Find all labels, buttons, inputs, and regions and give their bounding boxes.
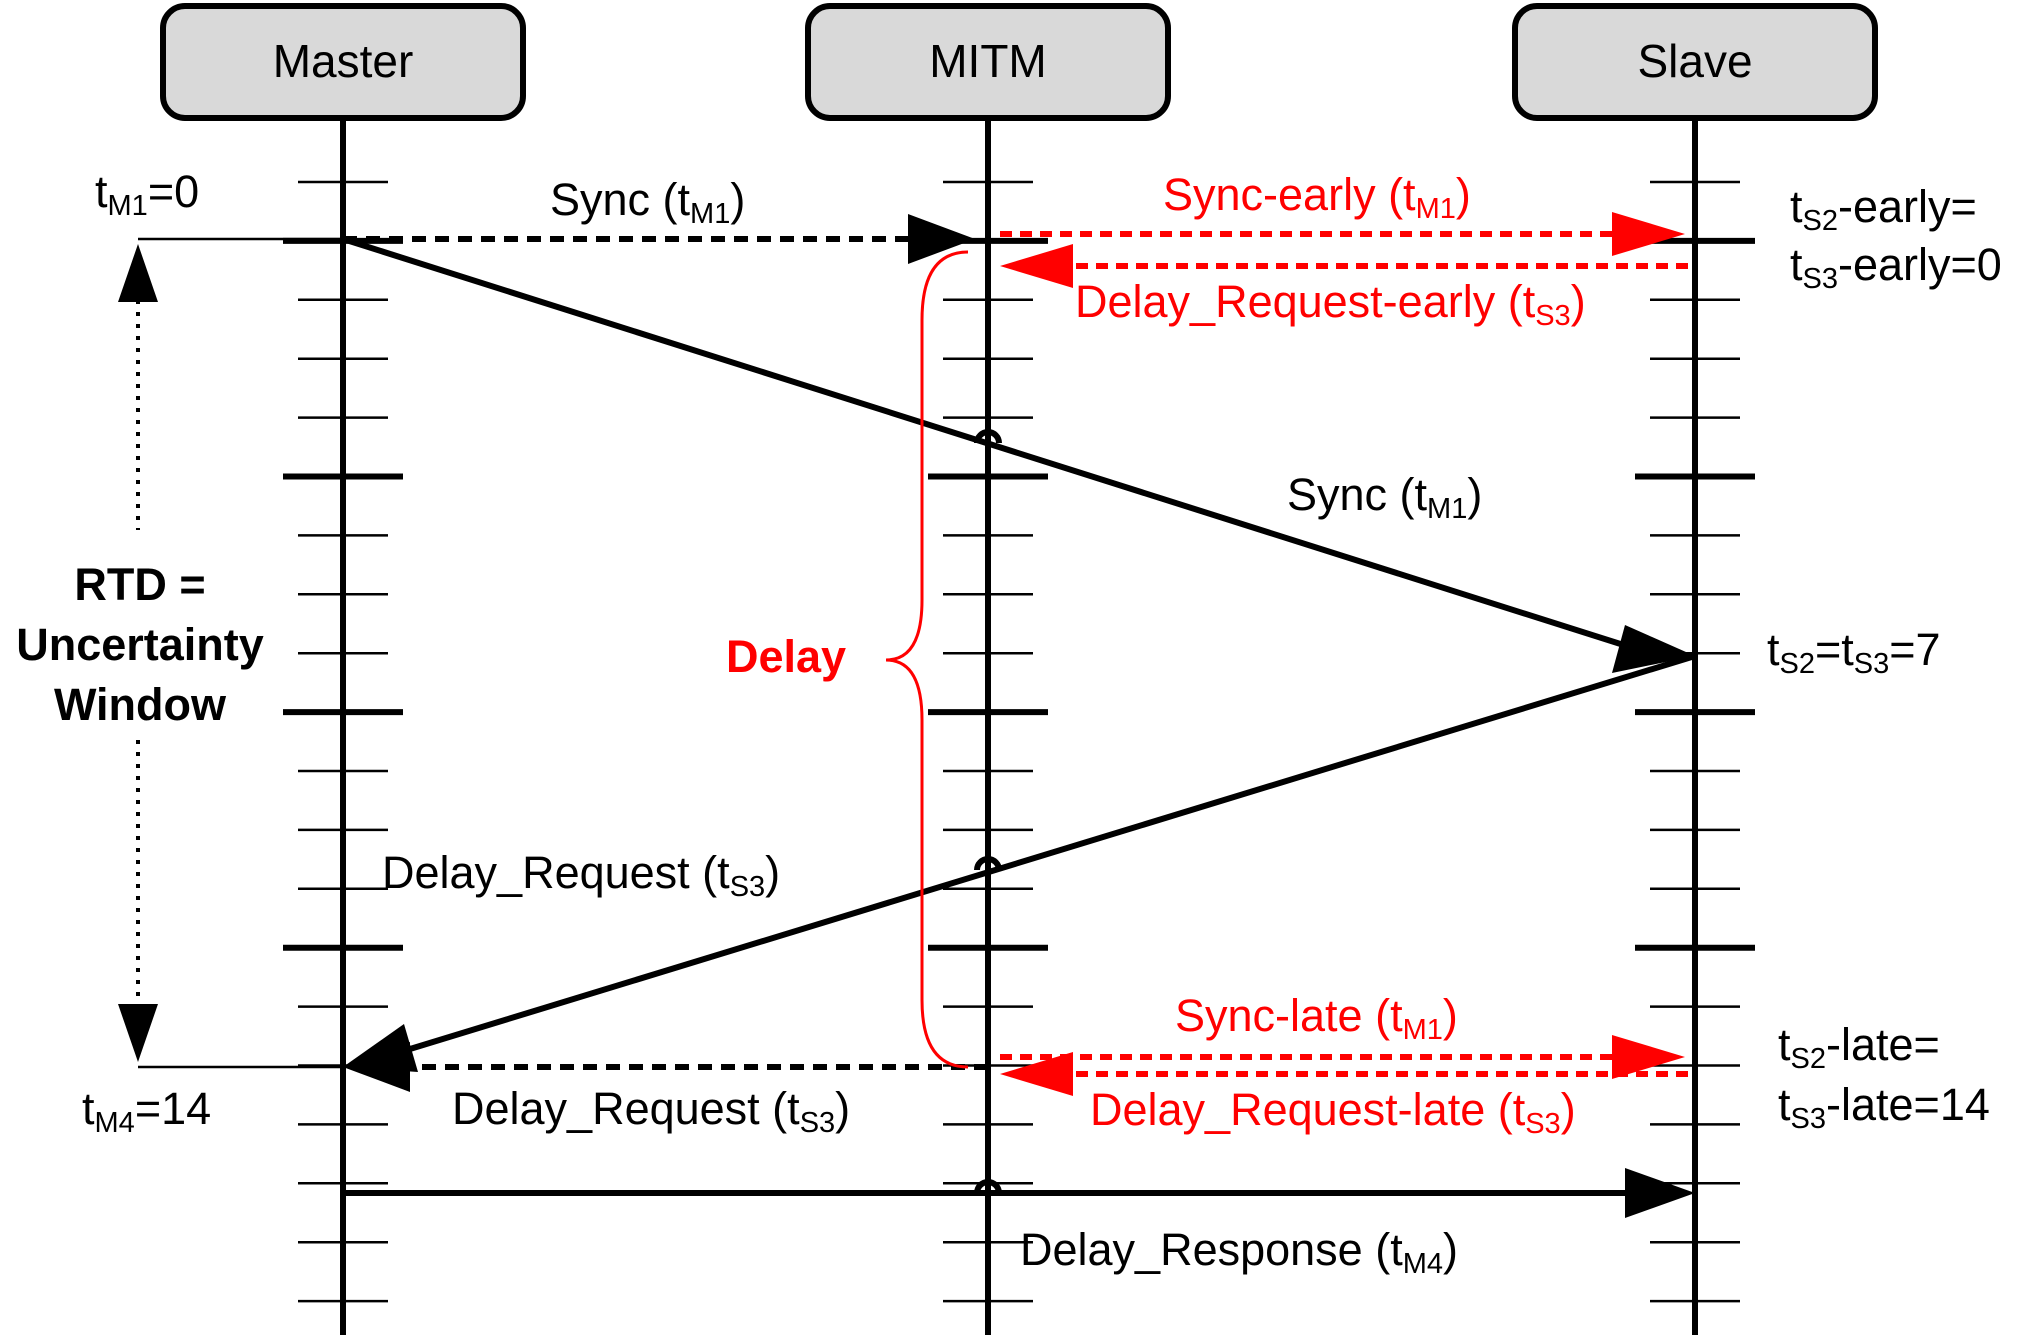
label-t-m4: tM4=14 [82,1083,211,1139]
label-sync-mid: Sync (tM1) [1287,469,1482,525]
label-sync-early: Sync-early (tM1) [1163,169,1471,225]
rtd-double-arrow [118,244,158,1062]
sync-master-to-mitm-arrow [343,214,975,264]
delay-response-arrow [343,1168,1695,1218]
participant-master: Master [160,3,526,121]
rtd-arrow-down-icon [118,1004,158,1062]
participant-master-label: Master [273,35,414,87]
delay-request-mitm-to-master-arrow [343,1042,988,1092]
sync-diagonal-arrowhead-icon [1612,625,1695,673]
label-ts-early-1: tS2-early= [1790,181,1977,237]
sync-late-arrowhead-icon [1612,1035,1685,1079]
label-rtd-line3: Window [54,679,227,730]
participant-mitm: MITM [805,3,1171,121]
rtd-arrow-up-icon [118,244,158,302]
label-delay-request-bottom: Delay_Request (tS3) [452,1083,850,1139]
delay-response-crossing [974,1179,1002,1194]
label-delay-request-early: Delay_Request-early (tS3) [1075,276,1586,332]
sync-early-arrowhead-icon [1612,212,1685,256]
participant-mitm-label: MITM [929,35,1047,87]
label-ts-early-2: tS3-early=0 [1790,239,2002,295]
label-rtd-line1: RTD = [74,559,205,610]
delay-response-arrowhead-icon [1625,1168,1695,1218]
label-t-m1: tM1=0 [95,166,199,222]
delay-request-early-arrow [1000,244,1688,288]
label-delay-response: Delay_Response (tM4) [1020,1224,1458,1280]
label-sync-late: Sync-late (tM1) [1175,990,1458,1046]
participant-slave: Slave [1512,3,1878,121]
delay-request-late-arrow [1000,1052,1688,1096]
delay-request-bottom-arrowhead-icon [343,1042,410,1092]
label-delay-request-mid: Delay_Request (tS3) [382,847,780,903]
sync-early-arrow [1000,212,1685,256]
participant-slave-label: Slave [1637,35,1752,87]
label-ts-late-1: tS2-late= [1778,1019,1940,1075]
delay-brace [885,250,969,1069]
label-delay-request-late: Delay_Request-late (tS3) [1090,1084,1576,1140]
label-rtd-line2: Uncertainty [16,619,264,670]
sync-top-arrowhead-icon [908,214,975,264]
delay-request-early-arrowhead-icon [1000,244,1073,288]
label-ts-late-2: tS3-late=14 [1778,1079,1990,1135]
sync-late-arrow [1000,1035,1685,1079]
label-sync-top: Sync (tM1) [550,174,745,230]
sync-diagonal-arrow [342,236,1695,673]
label-delay: Delay [726,631,846,682]
delay-request-late-arrowhead-icon [1000,1052,1073,1096]
label-ts-mid: tS2=tS3=7 [1767,624,1941,680]
